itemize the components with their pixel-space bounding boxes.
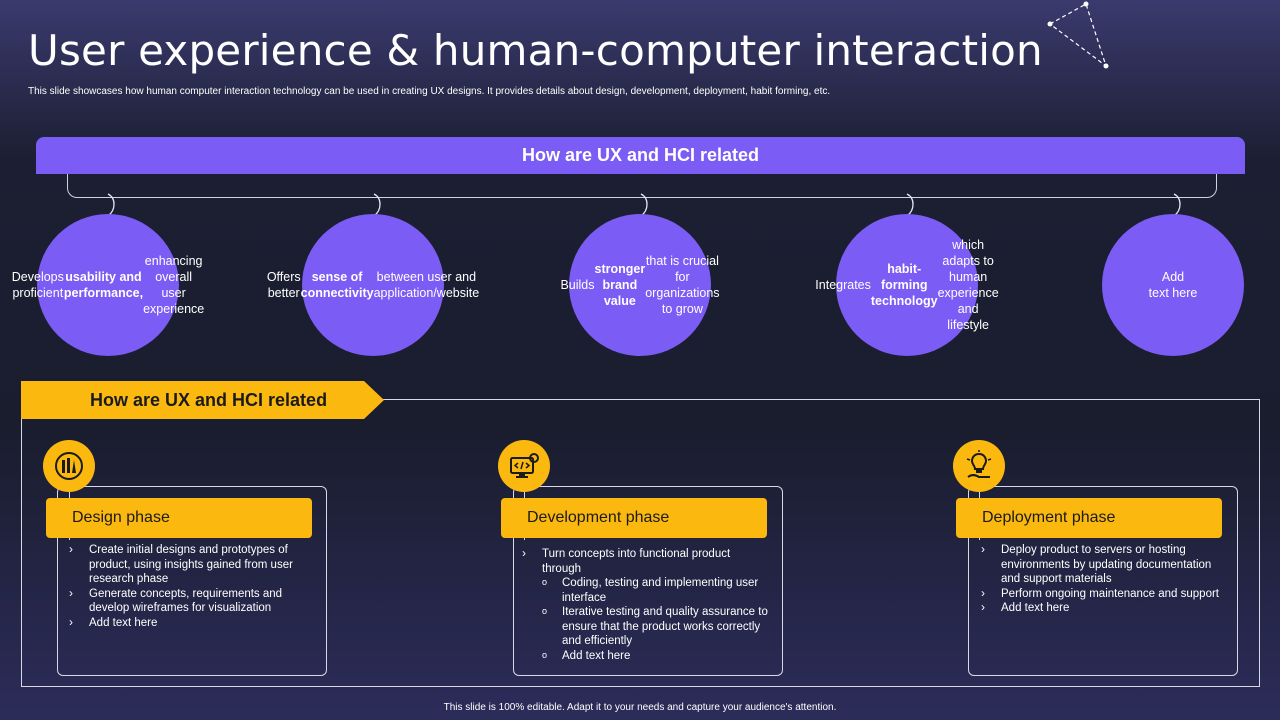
design-phase-card — [57, 486, 327, 676]
slide-title: User experience & human-computer interac… — [28, 26, 1043, 75]
list-subitem: Coding, testing and implementing user in… — [522, 575, 772, 605]
list-item: Deploy product to servers or hosting env… — [981, 542, 1231, 587]
connector-bracket — [67, 174, 1217, 198]
benefit-circle-usability: Develops proficient usability and perfor… — [12, 214, 204, 356]
top-banner: How are UX and HCI related — [36, 137, 1245, 174]
slide-subtitle: This slide showcases how human computer … — [28, 86, 831, 97]
deployment-phase-list: Deploy product to servers or hosting env… — [981, 542, 1231, 616]
list-subitem: Iterative testing and quality assurance … — [522, 604, 772, 649]
benefit-circle-brand-value: Builds stronger brand value that is cruc… — [560, 214, 720, 356]
lightbulb-hand-icon — [953, 440, 1005, 492]
list-item: Perform ongoing maintenance and support — [981, 586, 1231, 602]
constellation-decoration — [1047, 1, 1109, 69]
section-arrow-tab: How are UX and HCI related — [21, 381, 384, 419]
deployment-phase-card — [968, 486, 1238, 676]
list-item: Add text here — [981, 600, 1231, 616]
phases-section-frame — [21, 399, 1260, 687]
list-item: Add text here — [69, 615, 319, 631]
development-phase-list: Turn concepts into functional product th… — [522, 546, 772, 664]
benefit-circle-connectivity: Offers better sense of connectivity betw… — [267, 214, 479, 356]
deployment-phase-header: Deployment phase — [956, 498, 1222, 538]
benefit-circle-habit-forming: Integrates habit-forming technology whic… — [815, 214, 999, 356]
list-item: Turn concepts into functional product th… — [522, 546, 772, 576]
design-tools-icon — [43, 440, 95, 492]
list-item: Create initial designs and prototypes of… — [69, 542, 319, 587]
design-phase-header: Design phase — [46, 498, 312, 538]
list-subitem: Add text here — [522, 648, 772, 664]
list-item: Generate concepts, requirements and deve… — [69, 586, 319, 616]
development-phase-header: Development phase — [501, 498, 767, 538]
slide-footer: This slide is 100% editable. Adapt it to… — [443, 702, 837, 713]
code-monitor-icon — [498, 440, 550, 492]
development-phase-card — [513, 486, 783, 676]
design-phase-list: Create initial designs and prototypes of… — [69, 542, 319, 631]
